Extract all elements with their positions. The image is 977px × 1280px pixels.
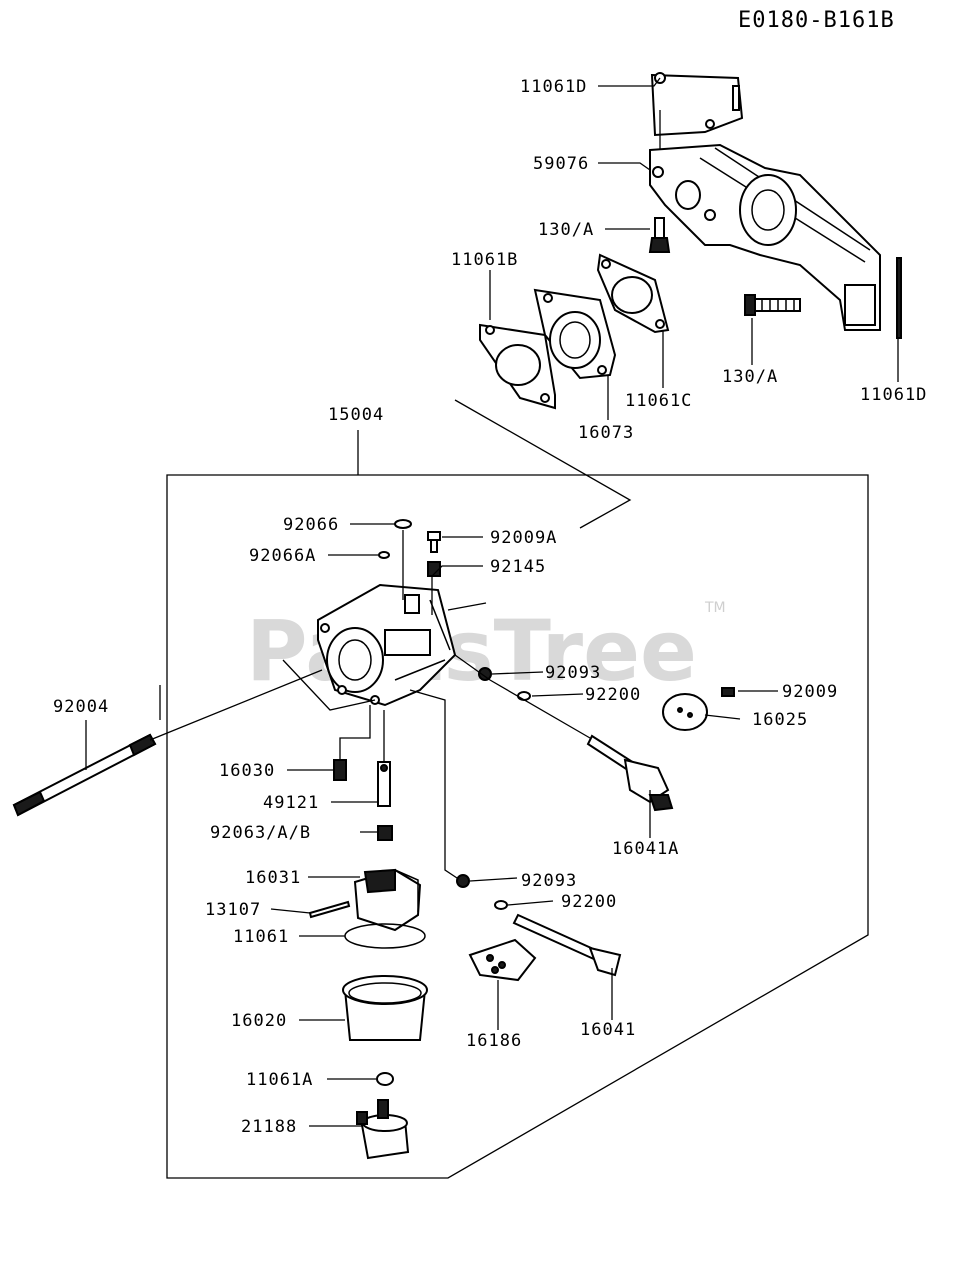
label-92200-top: 92200 (585, 685, 641, 705)
solenoid-21188 (356, 1099, 410, 1160)
label-92009: 92009 (782, 682, 838, 702)
gasket-11061D-top (650, 72, 744, 137)
label-13107: 13107 (205, 900, 261, 920)
seal-92093-bottom (456, 874, 470, 888)
assembly-frame-15004 (166, 430, 869, 1179)
leader-lines (85, 77, 899, 1127)
stud-92004 (12, 733, 157, 817)
label-92093-top: 92093 (545, 663, 601, 683)
label-92066: 92066 (283, 515, 339, 535)
carburetor-body-15004 (317, 583, 457, 707)
jet-16030 (333, 759, 347, 781)
screw-92009A (427, 531, 441, 553)
label-11061B: 11061B (451, 250, 518, 270)
label-130A-left: 130/A (538, 220, 594, 240)
label-92063AB: 92063/A/B (210, 823, 311, 843)
label-59076: 59076 (533, 154, 589, 174)
gasket-11061D-right (896, 257, 902, 339)
diagram-reference: E0180-B161B (738, 8, 895, 33)
label-15004: 15004 (328, 405, 384, 425)
nozzle-49121 (377, 761, 391, 807)
label-11061D-right: 11061D (860, 385, 927, 405)
label-16025: 16025 (752, 710, 808, 730)
seal-92093-top (478, 667, 492, 681)
insulator-16073 (533, 288, 617, 380)
label-11061C: 11061C (625, 391, 692, 411)
float-chamber-16020 (342, 975, 428, 1041)
float-16031 (353, 868, 422, 932)
label-92093-bottom: 92093 (521, 871, 577, 891)
label-49121: 49121 (263, 793, 319, 813)
throttle-valve-16025 (662, 693, 708, 731)
throttle-shaft-16041A (586, 734, 674, 812)
label-16020: 16020 (231, 1011, 287, 1031)
label-92066A: 92066A (249, 546, 316, 566)
intake-manifold-59076 (649, 143, 881, 331)
label-16031: 16031 (245, 868, 301, 888)
gasket-11061C (596, 253, 670, 334)
spring-92145 (427, 561, 441, 577)
choke-valve-16186 (468, 938, 537, 982)
label-16041: 16041 (580, 1020, 636, 1040)
label-16186: 16186 (466, 1031, 522, 1051)
cap-92066A (378, 551, 390, 559)
label-92200-bottom: 92200 (561, 892, 617, 912)
label-92145: 92145 (490, 557, 546, 577)
label-130A-right: 130/A (722, 367, 778, 387)
float-pin-13107 (308, 900, 351, 919)
label-21188: 21188 (241, 1117, 297, 1137)
cap-92066 (394, 519, 412, 529)
label-92004: 92004 (53, 697, 109, 717)
watermark-trademark: TM (704, 600, 726, 616)
washer-92200-top (517, 691, 531, 701)
bolt-130A-left (648, 217, 671, 253)
main-jet-92063AB (377, 825, 393, 841)
label-16073: 16073 (578, 423, 634, 443)
label-92009A: 92009A (490, 528, 557, 548)
screw-92009 (721, 687, 735, 697)
bolt-130A-right (744, 294, 801, 316)
gasket-11061A (376, 1072, 394, 1086)
label-11061: 11061 (233, 927, 289, 947)
label-11061D-top: 11061D (520, 77, 587, 97)
washer-92200-bottom (494, 900, 508, 910)
label-11061A: 11061A (246, 1070, 313, 1090)
label-16030: 16030 (219, 761, 275, 781)
gasket-11061B (479, 323, 556, 410)
label-16041A: 16041A (612, 839, 679, 859)
